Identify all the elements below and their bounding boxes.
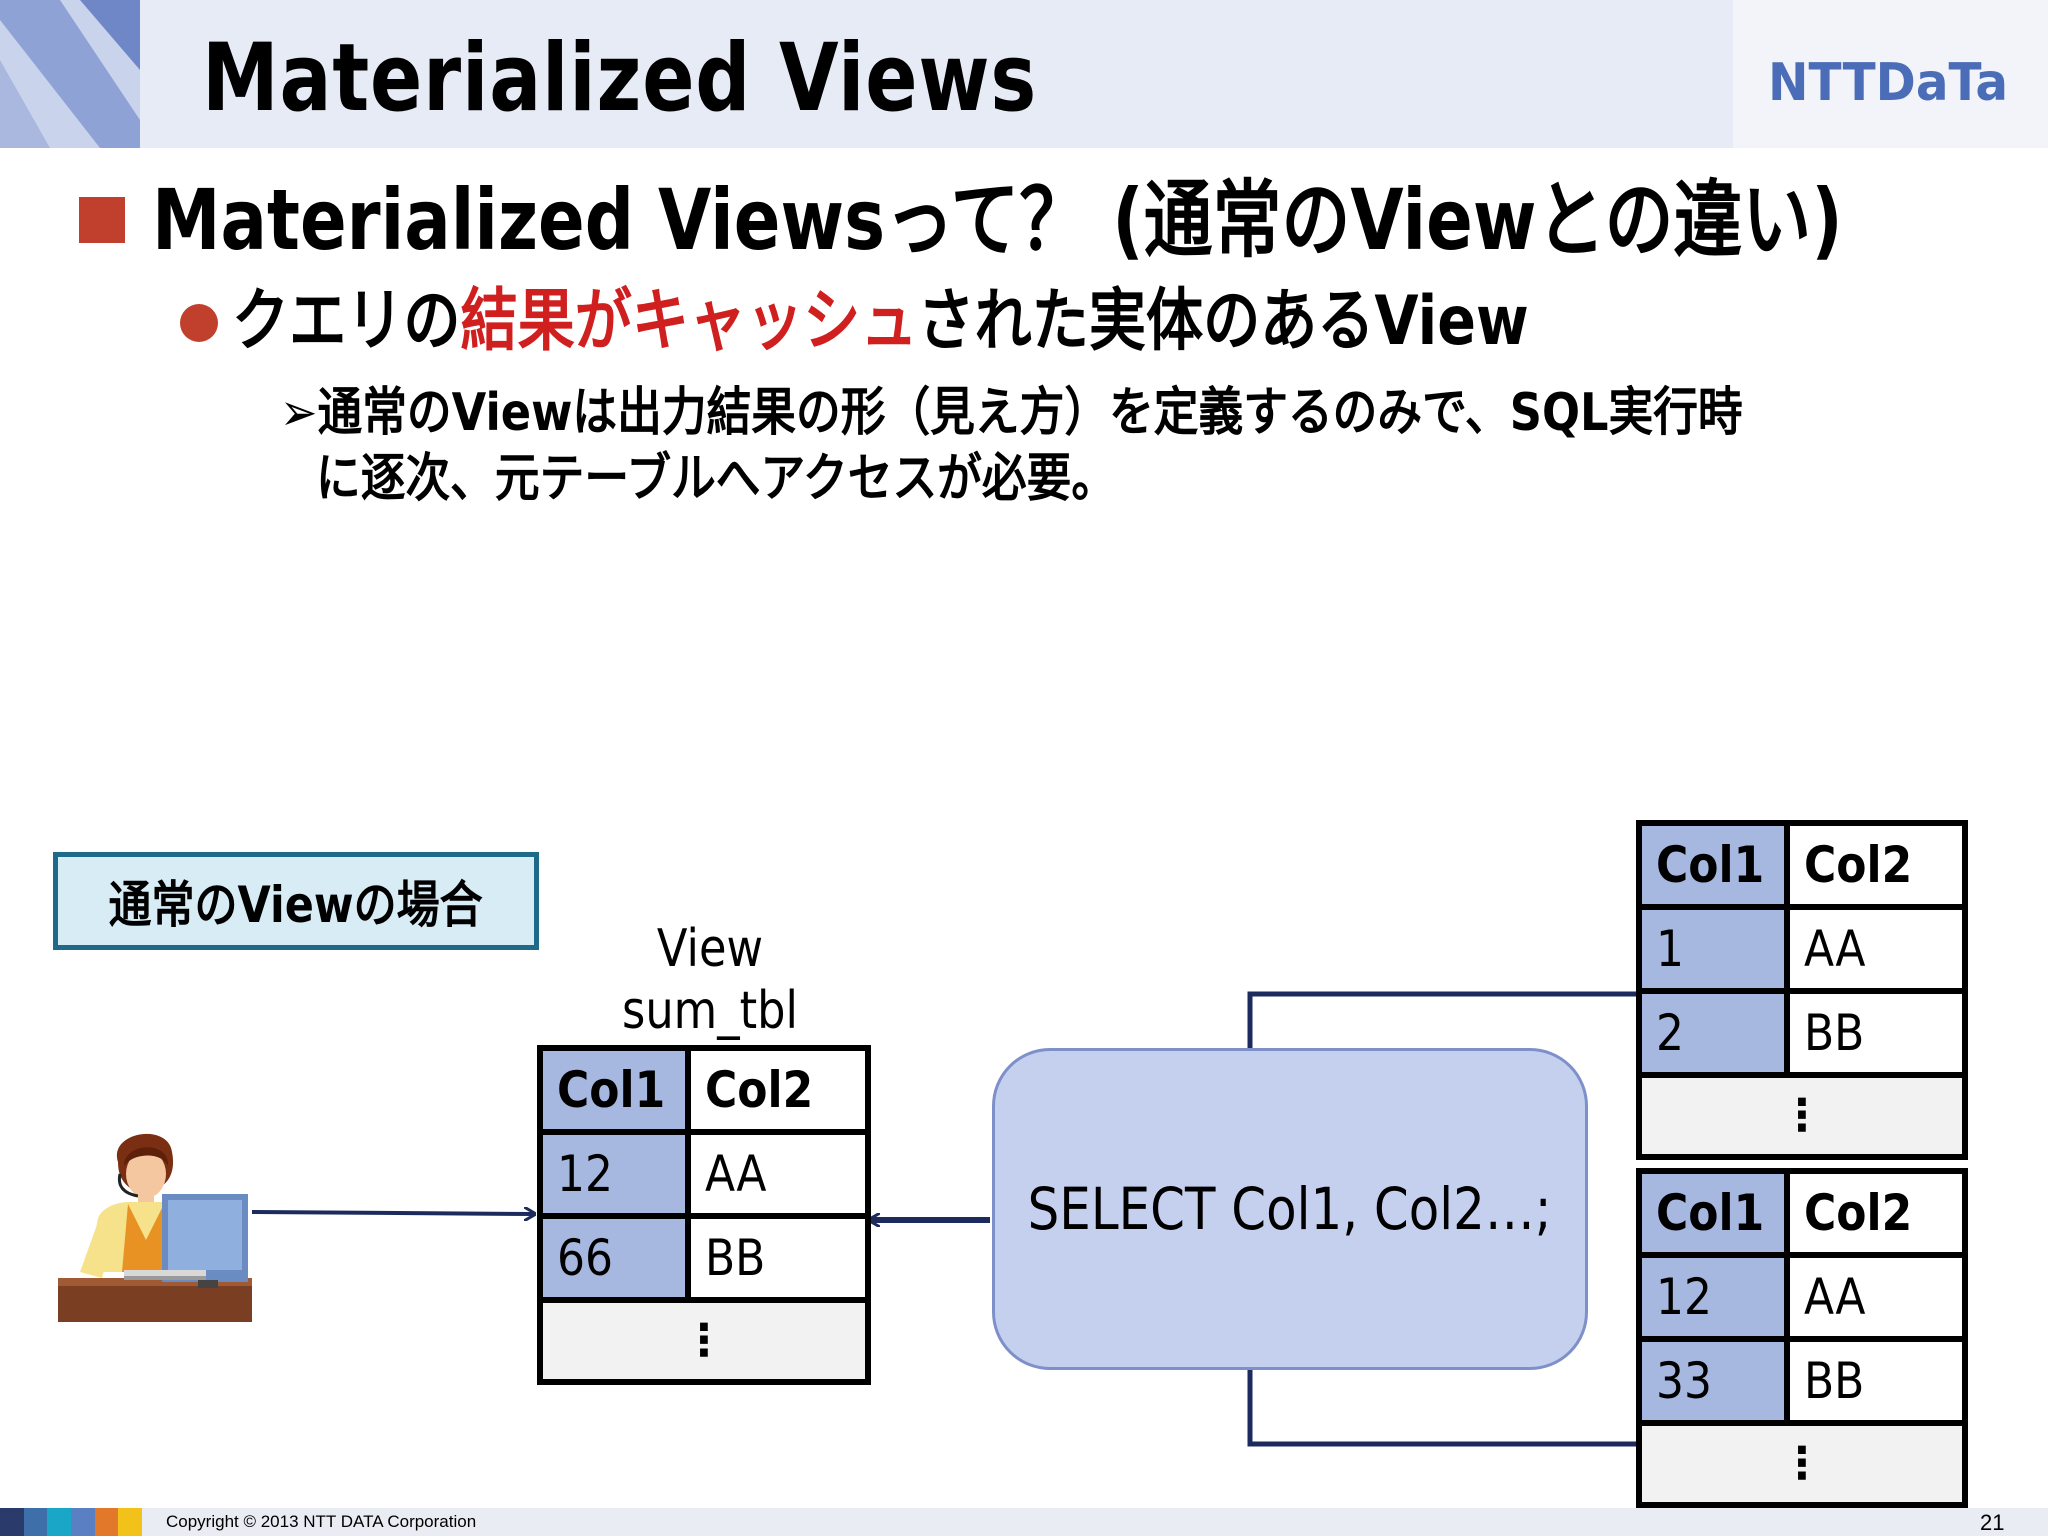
operator-person-icon — [58, 1133, 252, 1322]
table-header-row: Col1 Col2 — [1636, 820, 1968, 910]
table-row: 66 BB — [537, 1213, 871, 1303]
copyright-text: Copyright © 2013 NTT DATA Corporation — [166, 1512, 477, 1531]
ellipsis-cell: ⋮ — [537, 1297, 871, 1385]
table-header-cell: Col1 — [537, 1045, 691, 1135]
table-cell: 12 — [537, 1129, 691, 1219]
table-cell: 33 — [1636, 1336, 1790, 1426]
view-table: Col1 Col2 12 AA 66 BB ⋮ — [537, 1045, 871, 1385]
detail-text-line2: に逐次、元テーブルへアクセスが必要。 — [316, 449, 1117, 509]
sub-bullet-dot — [180, 304, 218, 342]
table-header-row: Col1 Col2 — [537, 1045, 871, 1135]
logo-text: NTTDaTa — [1768, 53, 2008, 108]
table-ellipsis-row: ⋮ — [537, 1297, 871, 1385]
footer-color-stripes — [0, 1508, 143, 1536]
source-table-2: Col1 Col2 12 AA 33 BB ⋮ — [1636, 1168, 1968, 1508]
table-cell: 2 — [1636, 988, 1790, 1078]
section-heading: Materialized Viewsって？ (通常のViewとの違い) — [152, 171, 1843, 269]
heading-bullet-square — [79, 197, 125, 243]
sub-bullet-text: クエリの結果がキャッシュされた実体のあるView — [232, 280, 1529, 364]
detail-text-line1: ➢通常のViewは出力結果の形（見え方）を定義するのみで、SQL実行時 — [280, 383, 1743, 443]
sub-bullet-suffix: された実体のあるView — [917, 282, 1529, 361]
page-number: 21 — [1980, 1510, 2005, 1535]
table-cell: 66 — [537, 1213, 691, 1303]
table-ellipsis-row: ⋮ — [1636, 1420, 1968, 1508]
header-band — [0, 0, 2048, 148]
table-row: 1 AA — [1636, 904, 1968, 994]
sub-bullet-highlight: 結果がキャッシュ — [460, 282, 918, 361]
ellipsis-cell: ⋮ — [1636, 1420, 1968, 1508]
table-row: 33 BB — [1636, 1336, 1968, 1426]
user-to-view-arrow — [251, 1212, 534, 1214]
slide-title: Materialized Views — [202, 24, 1038, 133]
table-cell: AA — [1784, 904, 1968, 994]
table-row: 12 AA — [537, 1129, 871, 1219]
ellipsis-cell: ⋮ — [1636, 1072, 1968, 1160]
table-row: 2 BB — [1636, 988, 1968, 1078]
table-header-cell: Col1 — [1636, 820, 1790, 910]
case-label-box: 通常のViewの場合 — [53, 852, 539, 950]
source-table-1: Col1 Col2 1 AA 2 BB ⋮ — [1636, 820, 1968, 1160]
nttdata-logo: NTTDaTa — [1768, 53, 2008, 108]
table-header-cell: Col1 — [1636, 1168, 1790, 1258]
footer-band — [0, 1508, 2048, 1536]
table-cell: BB — [1784, 1336, 1968, 1426]
view-caption-type: View — [656, 919, 764, 979]
sub-bullet-prefix: クエリの — [232, 282, 461, 361]
table-cell: BB — [685, 1213, 871, 1303]
corner-stripe-icon — [0, 0, 140, 148]
table-header-cell: Col2 — [1784, 1168, 1968, 1258]
table-cell: 12 — [1636, 1252, 1790, 1342]
table-ellipsis-row: ⋮ — [1636, 1072, 1968, 1160]
table-row: 12 AA — [1636, 1252, 1968, 1342]
table-cell: AA — [1784, 1252, 1968, 1342]
table-header-row: Col1 Col2 — [1636, 1168, 1968, 1258]
table-cell: AA — [685, 1129, 871, 1219]
table-header-cell: Col2 — [685, 1045, 871, 1135]
sql-query-text: SELECT Col1, Col2…; — [1028, 1175, 1552, 1243]
header-logo-area — [1733, 0, 2048, 148]
case-label: 通常のViewの場合 — [108, 876, 484, 934]
sql-query-box: SELECT Col1, Col2…; — [992, 1048, 1588, 1370]
view-caption-name: sum_tbl — [622, 981, 798, 1041]
table-cell: 1 — [1636, 904, 1790, 994]
sql-to-source2-line — [1247, 1370, 1636, 1447]
sql-to-source1-line — [1247, 991, 1636, 1048]
table-cell: BB — [1784, 988, 1968, 1078]
table-header-cell: Col2 — [1784, 820, 1968, 910]
